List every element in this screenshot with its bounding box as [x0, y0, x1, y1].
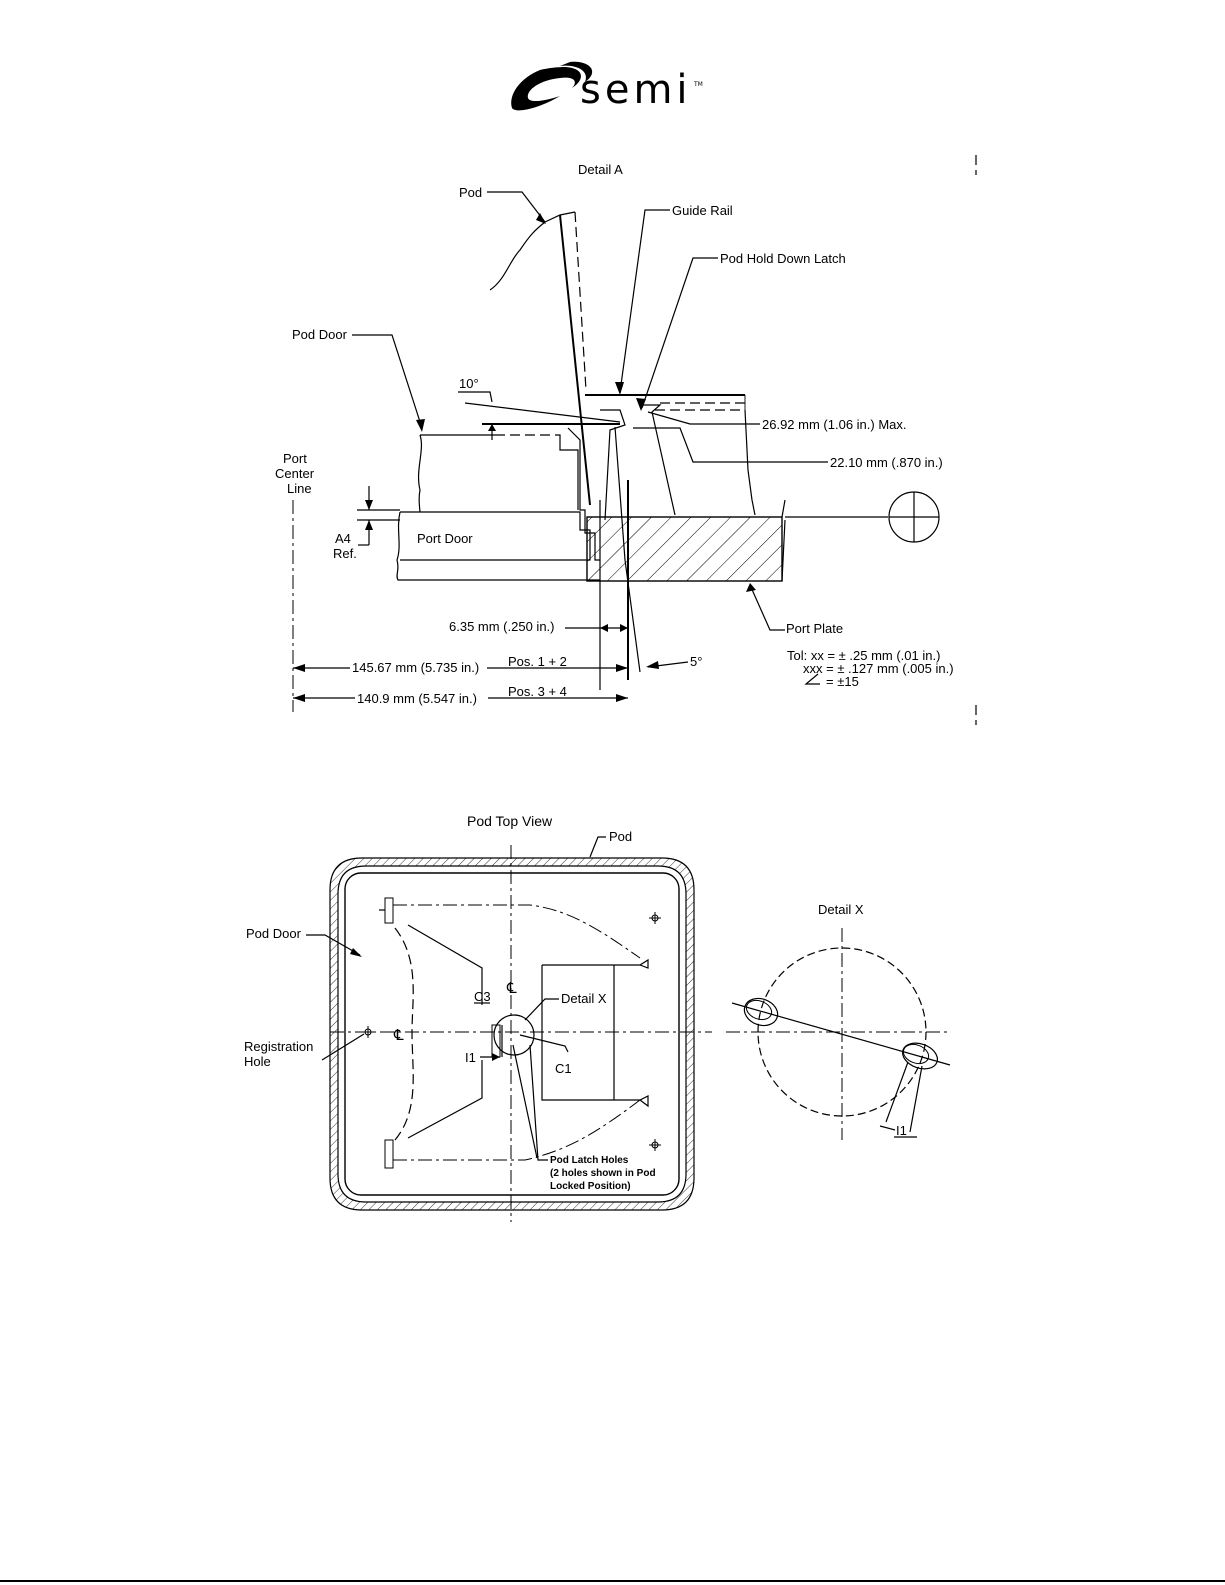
note-pod-latch-holes-1: Pod Latch Holes [550, 1155, 629, 1166]
page-bottom-rule [0, 1580, 1225, 1582]
logo-trademark: TM [693, 81, 703, 88]
logo-wordmark: semi [580, 67, 692, 113]
label-dim-22-10: 22.10 mm (.870 in.) [830, 455, 943, 470]
svg-text:℄: ℄ [393, 1027, 404, 1044]
label-c3: C3 [474, 989, 491, 1004]
note-pod-latch-holes-2: (2 holes shown in Pod [550, 1168, 656, 1179]
label-dim-140-9: 140.9 mm (5.547 in.) [357, 691, 477, 706]
tolerance-line-3: = ±15 [826, 674, 859, 689]
note-pod-latch-holes-3: Locked Position) [550, 1181, 631, 1192]
logo-swoosh-icon [511, 61, 593, 111]
tolerance-line-1: Tol: xx = ± .25 mm (.01 in.) [787, 648, 940, 663]
pod-top-view-title: Pod Top View [467, 813, 553, 829]
label-i1-top: I1 [465, 1050, 476, 1065]
registration-hole-icon [362, 1026, 374, 1038]
label-pod-door: Pod Door [292, 327, 348, 342]
label-angle-5: 5° [690, 654, 702, 669]
label-pod-top: Pod [609, 829, 632, 844]
label-pos-1-2: Pos. 1 + 2 [508, 654, 567, 669]
label-i1-detail: I1 [896, 1123, 907, 1138]
label-port-door: Port Door [417, 531, 473, 546]
label-pod-door-top: Pod Door [246, 926, 302, 941]
label-angle-10: 10° [459, 376, 479, 391]
detail-x-title: Detail X [818, 902, 864, 917]
label-registration-hole-1: Registration [244, 1039, 313, 1054]
tolerance-line-2: xxx = ± .127 mm (.005 in.) [803, 661, 954, 676]
label-port-plate: Port Plate [786, 621, 843, 636]
registration-pin-icon [649, 912, 661, 924]
label-a4: A4 [335, 531, 351, 546]
label-c1: C1 [555, 1061, 572, 1076]
label-detail-x-callout: Detail X [561, 991, 607, 1006]
semi-logo: semi TM [511, 61, 703, 113]
angle-symbol-icon [804, 673, 820, 685]
svg-text:℄: ℄ [506, 980, 517, 997]
pod-top-view-drawing: Pod Top View Pod Pod Door Registration H… [244, 813, 951, 1222]
label-dim-6-35: 6.35 mm (.250 in.) [449, 619, 555, 634]
detail-a-title: Detail A [578, 162, 623, 177]
label-port-center-line-2: Center [275, 466, 315, 481]
label-dim-26-92: 26.92 mm (1.06 in.) Max. [762, 417, 907, 432]
label-pod: Pod [459, 185, 482, 200]
label-guide-rail: Guide Rail [672, 203, 733, 218]
label-pod-hold-down-latch: Pod Hold Down Latch [720, 251, 846, 266]
label-pos-3-4: Pos. 3 + 4 [508, 684, 567, 699]
label-registration-hole-2: Hole [244, 1054, 271, 1069]
label-port-center-line-3: Line [287, 481, 312, 496]
label-a4-ref: Ref. [333, 546, 357, 561]
detail-a-drawing: Detail A Pod Guide Rail Pod Hold Down La… [275, 155, 977, 725]
label-port-center-line-1: Port [283, 451, 307, 466]
registration-pin-icon [649, 1139, 661, 1151]
label-dim-145-67: 145.67 mm (5.735 in.) [352, 660, 479, 675]
